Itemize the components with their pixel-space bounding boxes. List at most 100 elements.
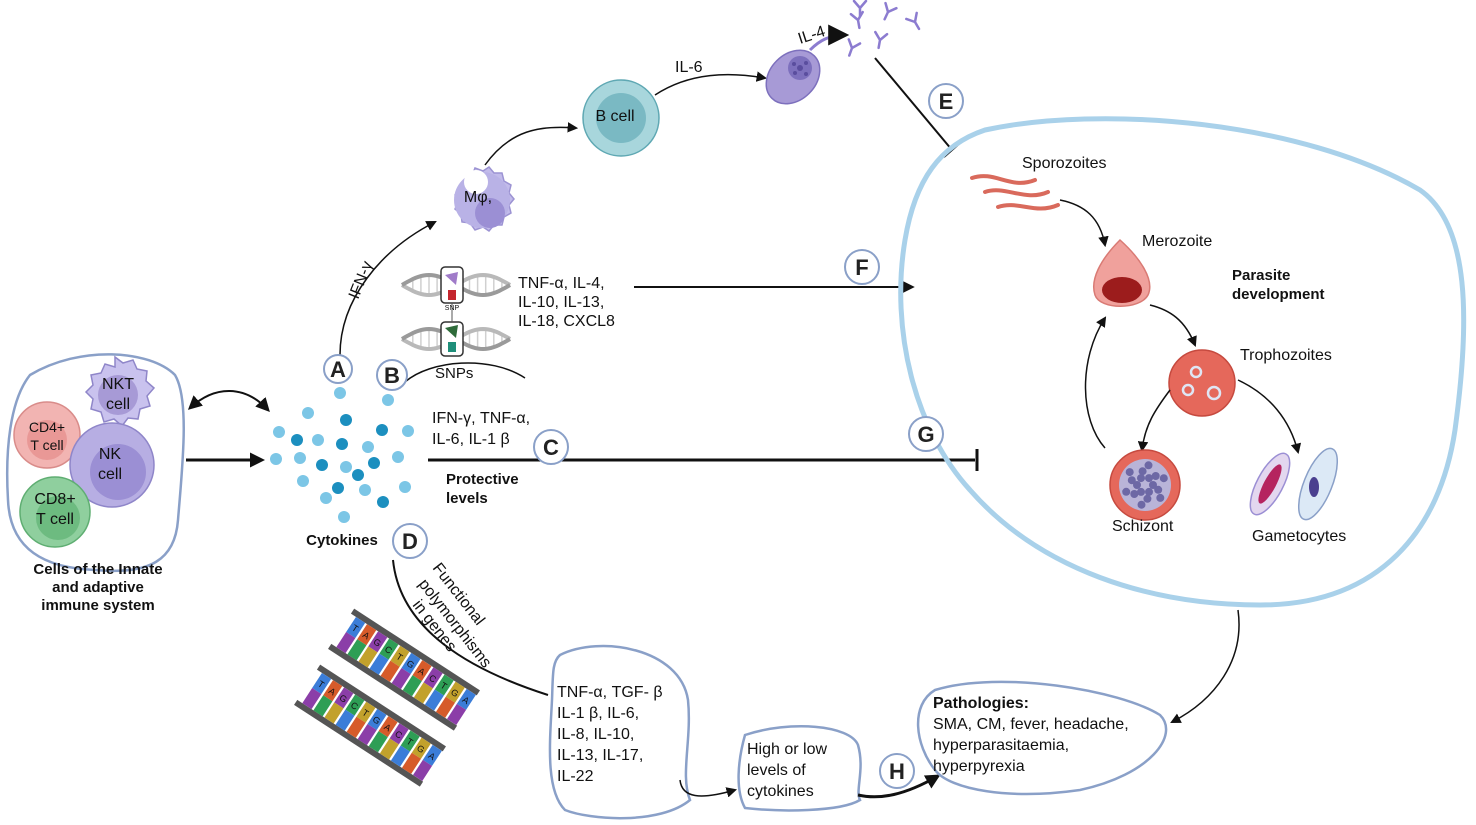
cytokine-particle	[336, 438, 348, 450]
pathologies-outline	[916, 680, 1168, 796]
pathologies-line3: hyperpyrexia	[933, 758, 1025, 775]
cytokine-particle	[359, 484, 371, 496]
cytokine-particle	[291, 434, 303, 446]
cytokine-particle	[377, 496, 389, 508]
levels-to-pathologies-arrow	[857, 774, 941, 799]
antibody-icon	[883, 1, 898, 21]
schizont-to-merozoite-arrow	[1084, 316, 1107, 449]
merozoite-bud	[1138, 467, 1147, 476]
branch-d-line3: IL-8, IL-10,	[557, 726, 634, 743]
merozoite-bud	[1149, 481, 1157, 489]
antibody-icon	[849, 10, 864, 30]
trophozoite-to-schizont-arrow	[1137, 389, 1171, 453]
badge-b: B	[376, 359, 408, 391]
immune-caption-line3: immune system	[41, 597, 154, 614]
cd8-label-line1: CD8+	[34, 491, 75, 508]
dna-base-label: C	[383, 644, 394, 656]
trophozoite-icon	[1168, 349, 1236, 417]
merozoite-bud	[1151, 472, 1160, 480]
levels-line3: cytokines	[747, 783, 814, 800]
development-line2: development	[1232, 286, 1325, 303]
list-to-levels-arrow	[679, 779, 738, 798]
badge-h: H	[879, 753, 915, 789]
dna-base-label: A	[361, 630, 371, 642]
cd8-label-line2: T cell	[36, 511, 74, 528]
dna-base-label: T	[405, 736, 415, 748]
nk-label-line2: cell	[98, 466, 122, 483]
il6-label: IL-6	[675, 59, 703, 76]
dna-base-label: C	[349, 700, 360, 712]
svg-text:A: A	[330, 357, 346, 382]
schizont-icon	[1109, 449, 1181, 521]
dna-base-label: G	[371, 714, 382, 726]
merozoite-bud	[1122, 487, 1131, 496]
cytokine-particle	[362, 441, 374, 453]
merozoite-icon	[1093, 238, 1151, 307]
nkt-cell: NKT cell	[84, 355, 156, 428]
protective-line1: Protective	[446, 471, 519, 488]
cytokine-particle	[382, 394, 394, 406]
badge-e: E	[928, 83, 964, 119]
svg-text:D: D	[402, 529, 418, 554]
cytokine-particle	[294, 452, 306, 464]
immune-cells-outline	[5, 353, 185, 573]
snps-label: SNPs	[435, 365, 473, 382]
cytokine-cloud	[270, 387, 414, 523]
ifng-arrow	[339, 221, 437, 356]
merozoite-bud	[1145, 474, 1153, 483]
dna-base-label: A	[382, 722, 392, 734]
merozoite-bud	[1137, 487, 1145, 496]
branch-d-line5: IL-22	[557, 768, 594, 785]
b-cell: B cell	[582, 79, 660, 157]
pathologies-title: Pathologies:	[933, 695, 1029, 712]
cytokine-particle	[352, 469, 364, 481]
cd4-label-line2: T cell	[30, 437, 63, 453]
cd4-t-cell: CD4+ T cell	[13, 401, 81, 469]
cytokine-particle	[392, 451, 404, 463]
trophozoites-label: Trophozoites	[1240, 347, 1332, 364]
cytokine-particle	[297, 475, 309, 487]
branch-d-line4: IL-13, IL-17,	[557, 747, 643, 764]
branch-c-line1: IFN-γ, TNF-α,	[432, 410, 530, 427]
merozoite-bud	[1125, 468, 1134, 477]
nkt-label-line2: cell	[106, 396, 130, 413]
development-line1: Parasite	[1232, 267, 1290, 284]
dna-base-label: A	[461, 694, 471, 706]
branch-b-line1: TNF-α, IL-4,	[518, 275, 605, 292]
protective-line2: levels	[446, 490, 488, 507]
pathologies-line1: SMA, CM, fever, headache,	[933, 716, 1129, 733]
dna-base-label: G	[405, 658, 416, 670]
cytokine-list-outline	[548, 644, 692, 820]
dna-base-label: T	[350, 623, 360, 635]
sporozoites-label: Sporozoites	[1022, 155, 1107, 172]
snp-small-label: SNP	[445, 305, 460, 312]
nk-label-line1: NK	[99, 446, 122, 463]
snp-dna-helices	[400, 266, 512, 357]
bcell-label: B cell	[595, 108, 634, 125]
cytokine-particle	[334, 387, 346, 399]
dna-base-label: T	[439, 680, 449, 692]
merozoite-bud	[1133, 481, 1141, 489]
dna-base-label: A	[416, 666, 426, 678]
antibody-icon	[874, 30, 889, 50]
plasma-cell	[765, 49, 821, 105]
cytokine-particle	[368, 457, 380, 469]
trophozoite-to-gametocyte-arrow	[1237, 379, 1302, 455]
cytokine-particle	[312, 434, 324, 446]
branch-d-line2: IL-1 β, IL-6,	[557, 705, 639, 722]
dna-base-label: T	[394, 651, 404, 663]
cytokine-particle	[399, 481, 411, 493]
dna-base-label: G	[372, 637, 383, 649]
bidirectional-arrow	[187, 390, 270, 413]
dna-base-label: C	[427, 673, 438, 685]
sporozoites-icon	[970, 174, 1060, 211]
badge-d: D	[392, 523, 428, 559]
cytokine-particle	[340, 461, 352, 473]
parasite-outline	[898, 116, 1467, 608]
cytokine-particle	[270, 453, 282, 465]
plasma-secretion-arrow	[808, 24, 850, 52]
merozoite-bud	[1143, 494, 1152, 503]
antibodies	[847, 0, 921, 57]
